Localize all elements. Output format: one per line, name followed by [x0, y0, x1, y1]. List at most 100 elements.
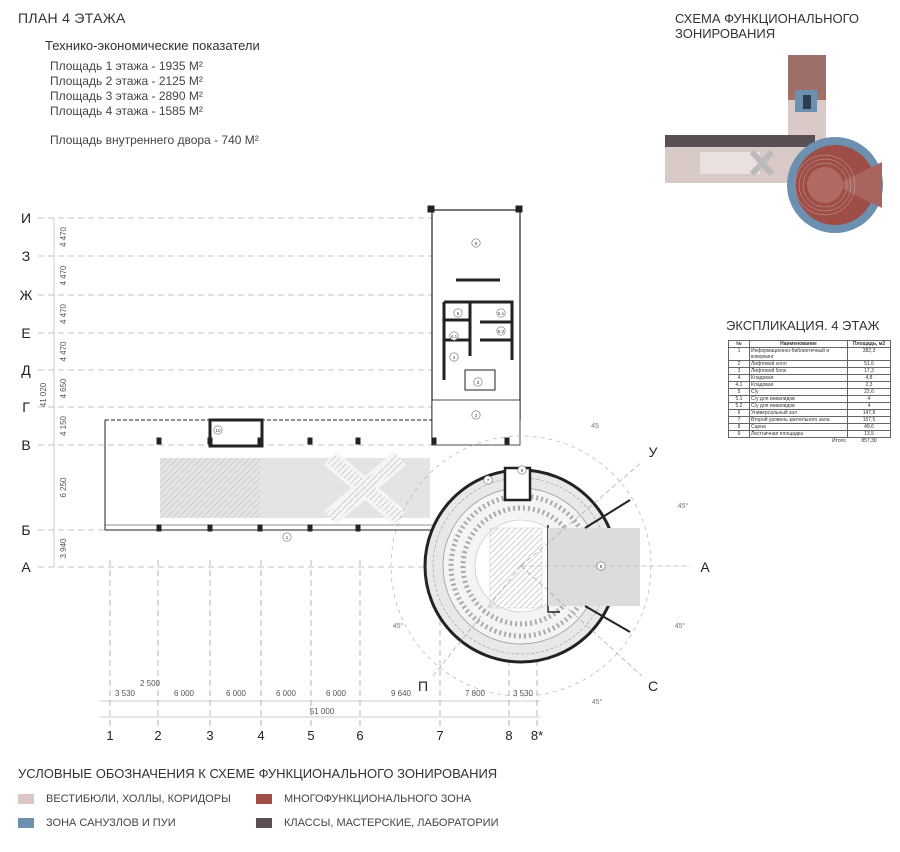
- row-dim-label: 3 940: [59, 538, 68, 559]
- room-tag: 2: [471, 410, 481, 420]
- circle-axis-line: [520, 565, 643, 677]
- cell-area: 13,5: [847, 430, 891, 438]
- circle-axis-label: С: [648, 678, 658, 694]
- svg-text:1: 1: [286, 535, 289, 540]
- room-tag: 9: [517, 465, 527, 475]
- row-axis-label: И: [21, 210, 31, 226]
- row-axis-label: З: [22, 248, 30, 264]
- stair-9: [503, 466, 532, 502]
- circular-hall: [423, 466, 640, 664]
- col-dim-label: 6 000: [326, 689, 347, 698]
- col-dim-label: 6 000: [174, 689, 195, 698]
- col-axis-label: 3: [206, 728, 213, 743]
- room-tag: 5: [453, 308, 463, 318]
- room-tag: 4: [449, 352, 459, 362]
- stage: [548, 528, 640, 606]
- stair-10: [208, 418, 264, 448]
- angle-label: 45°: [678, 502, 689, 510]
- elevator: [464, 369, 496, 391]
- angle-label: 45°: [592, 698, 603, 706]
- room-tag: 8: [596, 561, 606, 571]
- row-axis-label: Б: [21, 522, 30, 538]
- row-axis-label: А: [21, 559, 31, 575]
- svg-text:9: 9: [521, 468, 524, 473]
- legend-label: ЗОНА САНУЗЛОВ И ПУИ: [46, 817, 176, 829]
- row-axis-label: Д: [21, 362, 31, 378]
- svg-text:6: 6: [475, 241, 478, 246]
- room-tag: 10: [213, 425, 223, 435]
- col-axis-label: 8*: [531, 728, 543, 743]
- row-dim-label: 4 470: [59, 303, 68, 324]
- room-tag: 3: [473, 377, 483, 387]
- col-axis-label: 5: [307, 728, 314, 743]
- legend-label: ВЕСТИБЮЛИ, ХОЛЛЫ, КОРИДОРЫ: [46, 793, 231, 805]
- scheme-zone-classes: [665, 135, 815, 147]
- row-total-label: 41 020: [39, 382, 48, 407]
- zoning-scheme: [665, 55, 883, 233]
- table-total-row: Итого: 857,30: [729, 438, 891, 445]
- circle-axis-label: У: [649, 444, 658, 460]
- col-total-label: 51 000: [310, 707, 335, 716]
- room-tag: 6: [471, 238, 481, 248]
- svg-text:5: 5: [457, 311, 460, 316]
- svg-text:4: 4: [453, 355, 456, 360]
- svg-text:8: 8: [600, 564, 603, 569]
- tep-title: Технико-экономические показатели: [45, 38, 260, 53]
- room-tag: 5.2: [496, 326, 506, 336]
- row-axis-label: Ж: [20, 287, 33, 303]
- col-axis-label: 4: [257, 728, 264, 743]
- row-dim-label: 6 250: [59, 477, 68, 498]
- col-dim-label: 3 530: [115, 689, 136, 698]
- legend-label: КЛАССЫ, МАСТЕРСКИЕ, ЛАБОРАТОРИИ: [284, 817, 499, 829]
- legend-swatch: [256, 794, 272, 804]
- row-dim-label: 4 470: [59, 226, 68, 247]
- row-axis-label: Е: [21, 325, 30, 341]
- wc-block: [442, 300, 514, 380]
- row-dim-label: 4 150: [59, 415, 68, 436]
- page-title: ПЛАН 4 ЭТАЖА: [18, 10, 126, 26]
- circle-axis-label: А: [700, 559, 710, 575]
- col-dim-label: 6 000: [226, 689, 247, 698]
- row-axis-label: В: [21, 437, 30, 453]
- angle-label: 45°: [393, 622, 404, 630]
- svg-text:7: 7: [487, 478, 490, 483]
- row-dim-label: 4 650: [59, 378, 68, 399]
- tep-line: Площадь 3 этажа - 2890 М²: [50, 89, 203, 103]
- row-dim-label: 4 150: [56, 0, 77, 2]
- svg-text:10: 10: [215, 428, 221, 433]
- col-dim-label: 9 640: [391, 689, 412, 698]
- svg-text:3: 3: [477, 380, 480, 385]
- room-tag: 4.1: [449, 331, 459, 341]
- col-extra-dim-label: 2 500: [140, 679, 161, 688]
- scheme-title: СХЕМА ФУНКЦИОНАЛЬНОГО ЗОНИРОВАНИЯ: [675, 11, 860, 41]
- col-axis-label: 2: [154, 728, 161, 743]
- explication-title: ЭКСПЛИКАЦИЯ. 4 ЭТАЖ: [726, 318, 880, 333]
- legend-swatch: [18, 818, 34, 828]
- col-axis-label: 8: [505, 728, 512, 743]
- tep-line: Площадь 4 этажа - 1585 М²: [50, 104, 203, 118]
- col-dim-label: 7 800: [465, 689, 486, 698]
- circle-axis-line: [520, 461, 643, 567]
- row-axis-label: Г: [22, 399, 30, 415]
- room-tag: 5.1: [496, 308, 506, 318]
- svg-text:2: 2: [475, 413, 478, 418]
- tep-courtyard: Площадь внутреннего двора - 740 М²: [50, 133, 259, 147]
- col-axis-label: 7: [436, 728, 443, 743]
- tep-line: Площадь 2 этажа - 2125 М²: [50, 74, 203, 88]
- legend-swatch: [256, 818, 272, 828]
- angle-label: 45: [591, 423, 599, 430]
- room-tag: 1: [282, 532, 292, 542]
- angle-label: 45°: [675, 622, 686, 630]
- total-label: Итого:: [832, 438, 847, 444]
- circle-axis-label: П: [418, 678, 428, 694]
- svg-text:5.2: 5.2: [498, 329, 505, 334]
- legend-swatch: [18, 794, 34, 804]
- svg-text:4.1: 4.1: [451, 334, 458, 339]
- row-dim-label: 4 470: [59, 265, 68, 286]
- room-tag: 7: [483, 475, 493, 485]
- row-dim-label: 4 470: [59, 341, 68, 362]
- total-value: 857,30: [861, 438, 877, 444]
